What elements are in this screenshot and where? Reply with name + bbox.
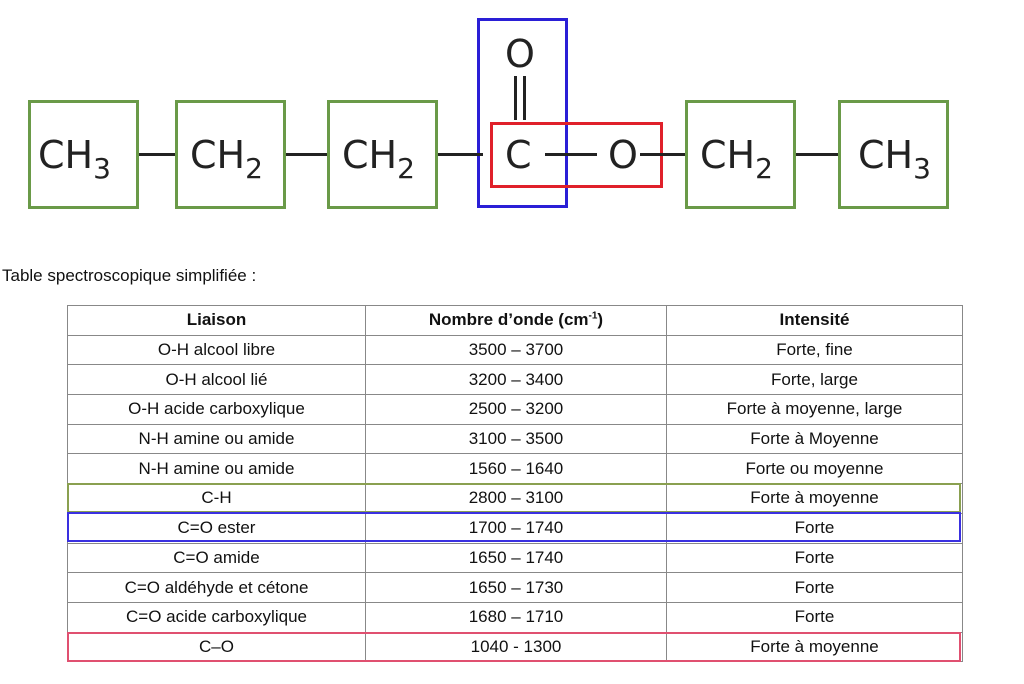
cell-intensite: Forte à Moyenne xyxy=(666,423,963,455)
header-intensite: Intensité xyxy=(666,305,963,336)
group-box-ch3-2 xyxy=(838,100,949,209)
group-ch2-3: CH2 xyxy=(700,133,773,185)
double-bond xyxy=(514,76,517,120)
group-box-ch2-3 xyxy=(685,100,796,209)
cell-intensite: Forte xyxy=(666,572,963,603)
group-o: O xyxy=(608,133,638,177)
cell-nombre-onde: 1700 – 1740 xyxy=(365,512,667,544)
group-ch3-1: CH3 xyxy=(38,133,111,185)
cell-nombre-onde: 1040 - 1300 xyxy=(365,631,667,663)
group-box-ch2-2 xyxy=(327,100,438,209)
cell-intensite: Forte xyxy=(666,512,963,544)
cell-intensite: Forte à moyenne xyxy=(666,483,963,514)
group-box-ch2-1 xyxy=(175,100,286,209)
cell-nombre-onde: 3100 – 3500 xyxy=(365,423,667,455)
group-box-ch3-1 xyxy=(28,100,139,209)
group-ch2-1: CH2 xyxy=(190,133,263,185)
cell-intensite: Forte xyxy=(666,601,963,633)
ester-carbonyl-box xyxy=(477,18,568,208)
spectroscopy-table: Liaison Nombre d’onde (cm-1) Intensité O… xyxy=(67,305,963,663)
cell-liaison: C=O ester xyxy=(67,512,366,544)
table-caption: Table spectroscopique simplifiée : xyxy=(2,266,257,285)
cell-liaison: O-H acide carboxylique xyxy=(67,394,366,425)
bond xyxy=(438,153,483,156)
cell-intensite: Forte, fine xyxy=(666,334,963,366)
group-ch2-2: CH2 xyxy=(342,133,415,185)
cell-liaison: O-H alcool libre xyxy=(67,334,366,366)
cell-liaison: N-H amine ou amide xyxy=(67,453,366,485)
carbonyl-oxygen: O xyxy=(505,32,535,76)
cell-nombre-onde: 2800 – 3100 xyxy=(365,483,667,514)
cell-nombre-onde: 1650 – 1730 xyxy=(365,572,667,603)
bond xyxy=(796,153,838,156)
cell-liaison: C=O acide carboxylique xyxy=(67,601,366,633)
cell-liaison: O-H alcool lié xyxy=(67,364,366,396)
cell-liaison: N-H amine ou amide xyxy=(67,423,366,455)
cell-nombre-onde: 3500 – 3700 xyxy=(365,334,667,366)
bond xyxy=(640,153,685,156)
cell-nombre-onde: 2500 – 3200 xyxy=(365,394,667,425)
group-ch3-2: CH3 xyxy=(858,133,931,185)
group-c: C xyxy=(505,133,532,177)
bond xyxy=(545,153,597,156)
cell-liaison: C=O aldéhyde et cétone xyxy=(67,572,366,603)
bond xyxy=(139,153,175,156)
cell-nombre-onde: 1560 – 1640 xyxy=(365,453,667,485)
double-bond xyxy=(523,76,526,120)
cell-nombre-onde: 1650 – 1740 xyxy=(365,542,667,574)
header-nombre-onde: Nombre d’onde (cm-1) xyxy=(365,305,667,336)
cell-liaison: C-H xyxy=(67,483,366,514)
header-liaison: Liaison xyxy=(67,305,366,336)
cell-intensite: Forte xyxy=(666,542,963,574)
cell-intensite: Forte à moyenne xyxy=(666,631,963,663)
cell-liaison: C–O xyxy=(67,631,366,663)
bond xyxy=(286,153,327,156)
cell-intensite: Forte à moyenne, large xyxy=(666,394,963,425)
cell-intensite: Forte, large xyxy=(666,364,963,396)
cell-intensite: Forte ou moyenne xyxy=(666,453,963,485)
cell-nombre-onde: 3200 – 3400 xyxy=(365,364,667,396)
cell-liaison: C=O amide xyxy=(67,542,366,574)
cell-nombre-onde: 1680 – 1710 xyxy=(365,601,667,633)
table-header-row: Liaison Nombre d’onde (cm-1) Intensité xyxy=(67,305,963,336)
